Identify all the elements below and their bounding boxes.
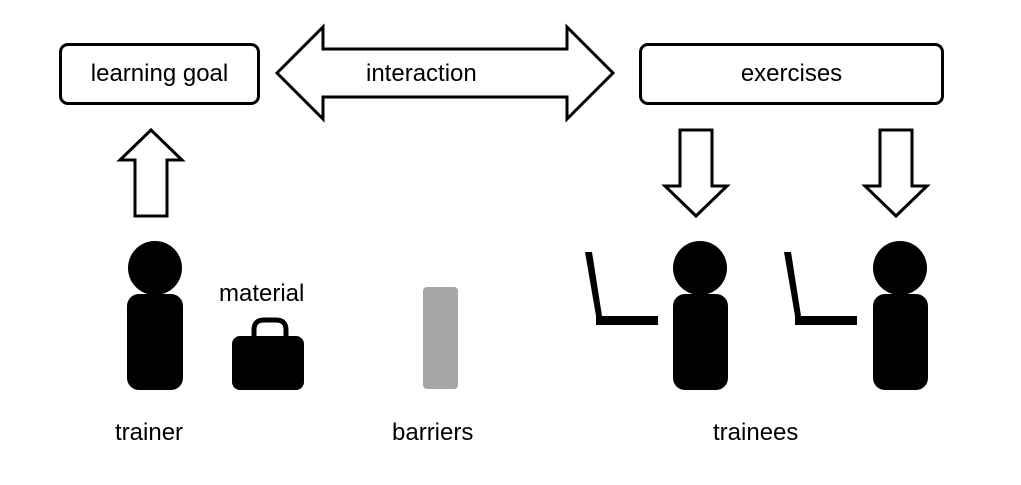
interaction-double-arrow xyxy=(274,23,616,123)
trainer-up-arrow xyxy=(116,127,186,218)
trainee-2-down-arrow xyxy=(861,128,931,219)
trainer-label: trainer xyxy=(115,419,184,446)
trainer-person-icon xyxy=(127,241,183,390)
trainee-1-down-arrow xyxy=(661,128,731,219)
learning-goal-box: learning goal xyxy=(59,43,260,105)
briefcase-icon xyxy=(232,317,304,390)
barriers-label: barriers xyxy=(392,419,474,446)
barrier-block xyxy=(423,287,458,389)
trainee-1-laptop-icon xyxy=(585,252,658,325)
trainee-1-person-icon xyxy=(673,241,728,390)
interaction-label: interaction xyxy=(366,60,477,87)
trainee-2-laptop-icon xyxy=(784,252,857,325)
trainees-label: trainees xyxy=(713,419,799,446)
exercises-label: exercises xyxy=(740,60,843,87)
learning-goal-label: learning goal xyxy=(90,60,229,87)
material-label: material xyxy=(219,280,305,307)
exercises-box: exercises xyxy=(639,43,944,105)
trainee-2-person-icon xyxy=(873,241,928,390)
